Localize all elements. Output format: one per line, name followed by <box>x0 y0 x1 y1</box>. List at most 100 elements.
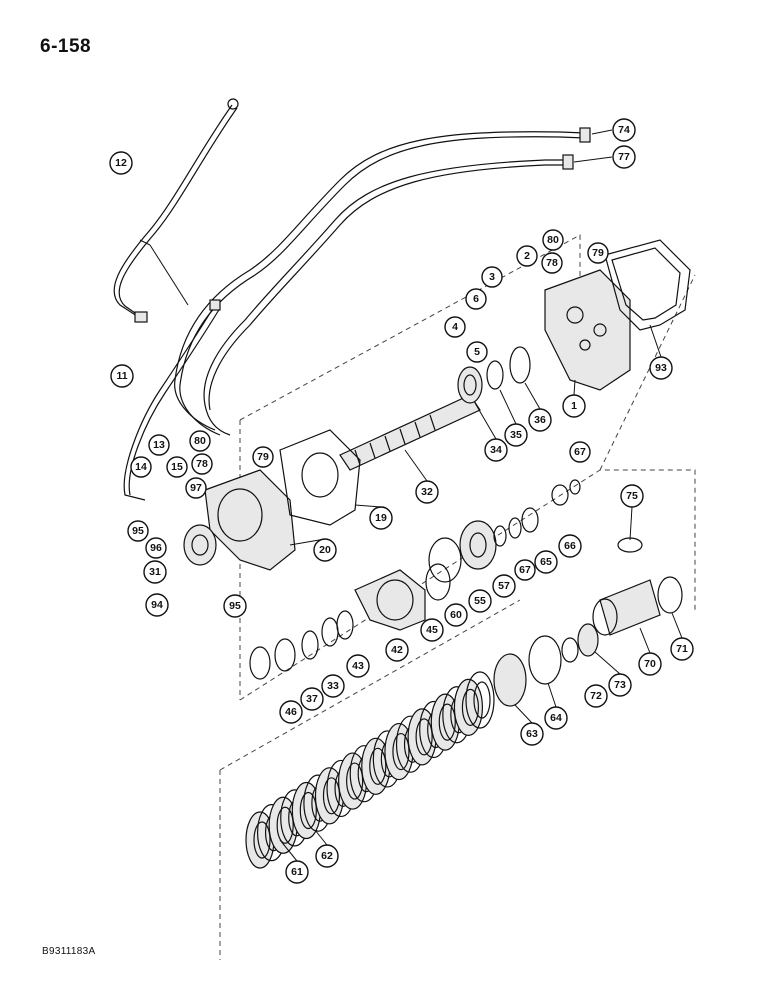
callout-74: 74 <box>612 118 636 142</box>
clutch-disc-bore <box>415 718 433 756</box>
callout-42: 42 <box>385 638 409 662</box>
clutch-disc-bore <box>392 732 410 771</box>
callout-37: 37 <box>300 687 324 711</box>
shaft-32 <box>339 394 481 471</box>
svg-text:96: 96 <box>150 542 162 554</box>
callout-36: 36 <box>528 408 552 432</box>
clutch-disc-pack <box>245 671 495 869</box>
callout-2: 2 <box>516 245 538 267</box>
callout-79: 79 <box>587 242 609 264</box>
ring-60 <box>428 537 462 583</box>
callout-55: 55 <box>468 589 492 613</box>
callout-4: 4 <box>444 316 466 338</box>
svg-text:67: 67 <box>519 564 531 576</box>
ring-36 <box>509 346 531 384</box>
callout-32: 32 <box>415 480 439 504</box>
svg-text:95: 95 <box>132 525 144 537</box>
callout-94: 94 <box>145 593 169 617</box>
callout-96: 96 <box>145 537 167 559</box>
callout-67b: 67 <box>514 559 536 581</box>
svg-text:64: 64 <box>550 712 562 724</box>
svg-text:70: 70 <box>644 658 656 670</box>
callout-67: 67 <box>569 441 591 463</box>
plate-63 <box>493 653 527 707</box>
svg-text:46: 46 <box>285 706 297 718</box>
callout-layer: 12 74 77 80 2 78 79 3 6 4 5 11 93 1 36 3… <box>109 118 694 884</box>
svg-text:61: 61 <box>291 866 303 878</box>
svg-text:34: 34 <box>490 444 502 456</box>
svg-text:19: 19 <box>375 512 387 524</box>
svg-text:94: 94 <box>151 599 163 611</box>
leader-lines <box>279 129 683 862</box>
callout-45: 45 <box>420 618 444 642</box>
svg-text:42: 42 <box>391 644 403 656</box>
callout-93: 93 <box>649 356 673 380</box>
svg-text:57: 57 <box>498 580 510 592</box>
callout-66: 66 <box>558 534 582 558</box>
svg-text:3: 3 <box>489 271 495 283</box>
callout-5: 5 <box>466 341 488 363</box>
svg-text:72: 72 <box>590 690 602 702</box>
callout-71: 71 <box>670 637 694 661</box>
svg-text:15: 15 <box>171 461 183 473</box>
callout-62: 62 <box>315 844 339 868</box>
hydraulic-tubes <box>113 98 591 501</box>
svg-text:78: 78 <box>546 257 558 269</box>
callout-95: 95 <box>127 520 149 542</box>
svg-text:14: 14 <box>135 461 147 473</box>
callout-61: 61 <box>285 860 309 884</box>
clutch-disc-bore <box>461 688 480 726</box>
svg-text:95: 95 <box>229 600 241 612</box>
clutch-disc-bore <box>322 777 341 815</box>
clutch-disc <box>465 671 495 729</box>
callout-1: 1 <box>562 394 586 418</box>
svg-text:65: 65 <box>540 556 552 568</box>
callout-78: 78 <box>541 252 563 274</box>
callout-80b: 80 <box>189 430 211 452</box>
svg-text:74: 74 <box>618 124 630 136</box>
callout-15: 15 <box>166 456 188 478</box>
svg-text:5: 5 <box>474 346 480 358</box>
clutch-disc-bore <box>473 681 491 719</box>
svg-text:80: 80 <box>194 435 206 447</box>
callout-35: 35 <box>504 423 528 447</box>
svg-text:79: 79 <box>592 247 604 259</box>
callout-20: 20 <box>313 538 337 562</box>
housing-20 <box>204 469 296 571</box>
ring-35 <box>486 360 504 390</box>
callout-72: 72 <box>584 684 608 708</box>
svg-text:67: 67 <box>574 446 586 458</box>
svg-text:37: 37 <box>306 693 318 705</box>
callout-65: 65 <box>534 550 558 574</box>
figure-code: B9311183A <box>42 946 96 957</box>
svg-text:63: 63 <box>526 728 538 740</box>
callout-13: 13 <box>148 434 170 456</box>
clutch-disc-bore <box>276 806 294 844</box>
callout-75: 75 <box>620 484 644 508</box>
svg-text:97: 97 <box>190 482 202 494</box>
callout-80: 80 <box>542 229 564 251</box>
callout-60: 60 <box>444 603 468 627</box>
clutch-disc-bore <box>438 703 456 741</box>
output-shaft-70 <box>592 579 661 636</box>
callout-11: 11 <box>110 364 134 388</box>
svg-text:13: 13 <box>153 439 165 451</box>
gasket-19 <box>279 429 361 526</box>
clutch-piston-42 <box>354 569 426 631</box>
callout-46: 46 <box>279 700 303 724</box>
svg-text:36: 36 <box>534 414 546 426</box>
ring-71 <box>657 576 683 614</box>
svg-text:35: 35 <box>510 429 522 441</box>
clutch-disc-bore <box>253 821 271 859</box>
ring-64 <box>528 635 562 685</box>
callout-43: 43 <box>346 654 370 678</box>
svg-text:4: 4 <box>452 321 458 333</box>
callout-79b: 79 <box>252 446 274 468</box>
svg-text:60: 60 <box>450 609 462 621</box>
callout-6: 6 <box>465 288 487 310</box>
callout-3: 3 <box>481 266 503 288</box>
svg-text:62: 62 <box>321 850 333 862</box>
callout-73: 73 <box>608 673 632 697</box>
callout-95b: 95 <box>223 594 247 618</box>
bearing-34 <box>457 366 483 404</box>
